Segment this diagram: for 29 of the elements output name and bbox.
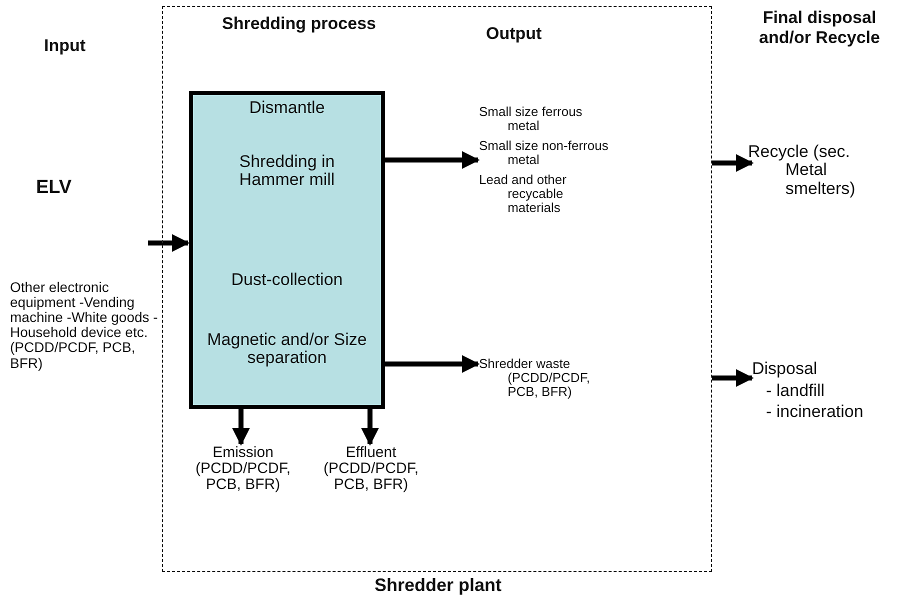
flow-text: - landfill [766, 382, 826, 400]
flow-text: Other electronic equipment -Vending machine -White goods -Household device etc. (PCDD/PCDF, PCB, BFR) [10, 280, 159, 371]
process-step: Dust-collection [193, 271, 381, 290]
process-step: Magnetic and/or Size separation [207, 331, 367, 368]
flow-text: - incineration [766, 403, 864, 422]
flow-text: Shredder waste (PCDD/PCDF, PCB, BFR) [479, 357, 591, 400]
flow-text: Small size non-ferrous metal [479, 139, 610, 168]
arrow [361, 408, 379, 446]
flow-text: Emission (PCDD/PCDF, PCB, BFR) [194, 445, 292, 494]
arrow [712, 369, 754, 387]
column-heading: Final disposal and/or Recycle [758, 8, 881, 48]
arrow [384, 355, 480, 373]
column-heading: Input [44, 36, 87, 56]
process-step: Shredding in Hammer mill [227, 153, 347, 190]
column-heading: Output [486, 24, 543, 44]
arrow [712, 154, 754, 172]
arrow [384, 151, 480, 169]
flow-text: Disposal [752, 360, 818, 378]
arrow [232, 408, 250, 446]
column-heading: Shredding process [222, 14, 377, 34]
plant-title: Shredder plant [373, 576, 503, 596]
arrow [148, 234, 190, 252]
flow-text: Lead and other recycable materials [479, 173, 568, 216]
input-label: ELV [36, 178, 73, 199]
process-box [189, 91, 385, 409]
flow-text: Small size ferrous metal [479, 105, 584, 134]
flow-text: Effluent (PCDD/PCDF, PCB, BFR) [322, 445, 420, 494]
process-step: Dismantle [193, 99, 381, 118]
flow-text: Recycle (sec. Metal smelters) [748, 143, 856, 198]
